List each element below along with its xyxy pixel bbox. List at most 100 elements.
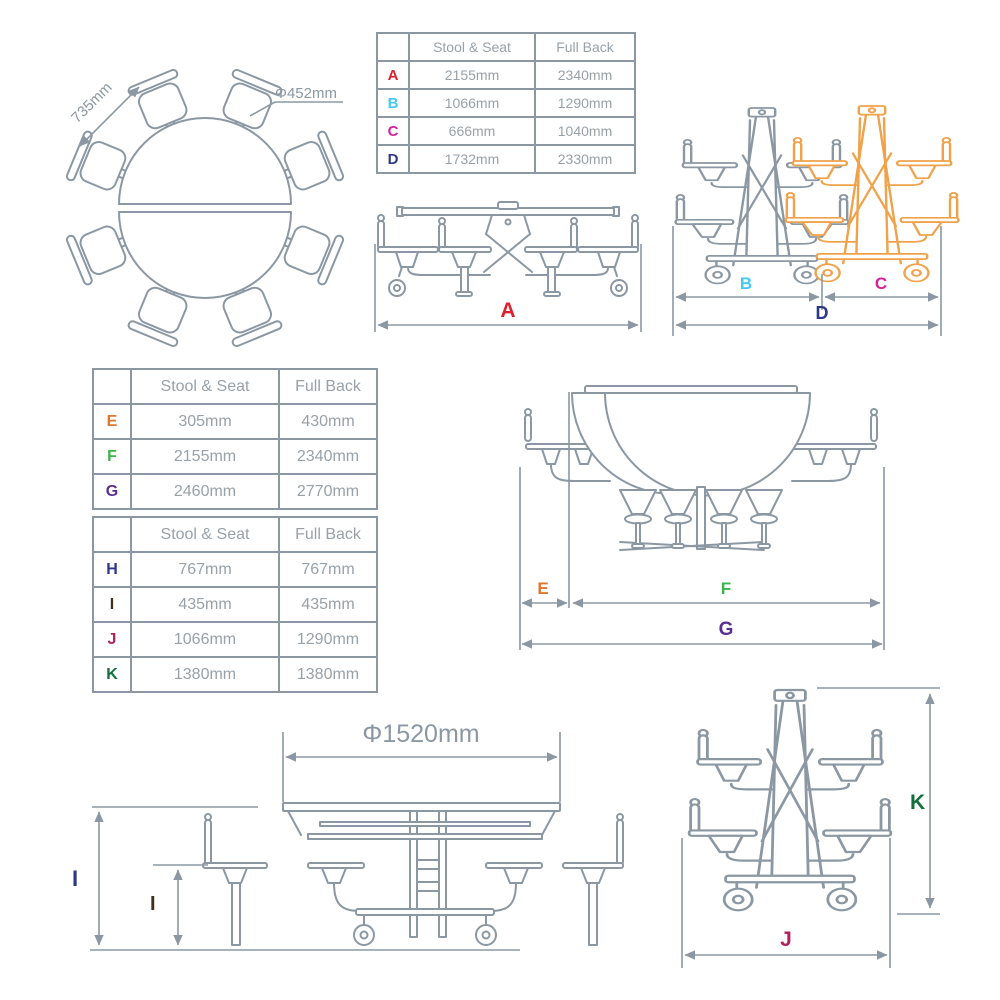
corner-cell: [92, 368, 132, 405]
folded-table: [687, 688, 893, 912]
dimension-b: B: [672, 226, 820, 336]
dim-value: 1066mm: [130, 621, 280, 658]
dim-value: 430mm: [278, 403, 378, 440]
dim-value: 767mm: [278, 551, 378, 588]
table-row: D 1732mm 2330mm: [376, 144, 636, 174]
tabletop: [396, 201, 620, 226]
dimension-e: E: [519, 392, 570, 650]
chair-pitch-label: 735mm: [68, 79, 115, 126]
col-header-stool-seat: Stool & Seat: [130, 516, 280, 553]
table-row: E 305mm 430mm: [92, 403, 378, 440]
row-label: J: [92, 621, 132, 658]
dim-value: 2340mm: [278, 438, 378, 475]
dim-value: 2340mm: [534, 60, 636, 90]
diameter-label: Φ1520mm: [362, 720, 479, 748]
dimension-seat-height: I: [150, 864, 208, 946]
header-row: Stool & Seat Full Back: [92, 516, 378, 553]
dim-label-seat-height: I: [150, 893, 156, 915]
top-view-drawing: 735mm Φ452mm: [64, 67, 346, 349]
dim-value: 2330mm: [534, 144, 636, 174]
dim-value: 1732mm: [408, 144, 536, 174]
dim-value: 305mm: [130, 403, 280, 440]
dimension-d: D: [675, 226, 942, 336]
seat-units: [377, 214, 639, 297]
table-row: B 1066mm 1290mm: [376, 88, 636, 118]
stools: [619, 489, 783, 549]
dim-value: 2770mm: [278, 473, 378, 510]
table-frame: [407, 214, 609, 276]
dim-value: 435mm: [278, 586, 378, 623]
dimension-f: F: [572, 579, 881, 608]
dimension-c: C: [821, 274, 939, 310]
folded-tables-drawing: B C D: [672, 104, 960, 336]
col-header-full-back: Full Back: [278, 516, 378, 553]
seat-units: [202, 813, 624, 946]
row-label: F: [92, 438, 132, 475]
spec-table-efg: Stool & Seat Full Back E 305mm 430mm F 2…: [92, 368, 378, 510]
dimension-a: A: [374, 244, 642, 332]
row-label: G: [92, 473, 132, 510]
dimension-seat-diameter: Φ452mm: [249, 85, 343, 117]
folding-view-drawing: E F G: [519, 385, 885, 650]
dim-label-e: E: [537, 579, 548, 598]
dim-value: 1290mm: [534, 88, 636, 118]
dim-label-k: K: [910, 791, 925, 814]
dimension-j: J: [681, 838, 891, 968]
dim-value: 1066mm: [408, 88, 536, 118]
row-label: B: [376, 88, 410, 118]
corner-cell: [92, 516, 132, 553]
dim-value: 1040mm: [534, 116, 636, 146]
dim-label-d: D: [816, 303, 829, 323]
chairs-ring: [64, 67, 346, 349]
spec-table-abcd: Stool & Seat Full Back A 2155mm 2340mm B…: [376, 32, 636, 174]
dim-value: 2155mm: [130, 438, 280, 475]
table-row: I 435mm 435mm: [92, 586, 378, 623]
row-label: I: [92, 586, 132, 623]
dimension-diameter: Φ1520mm: [282, 720, 561, 802]
dim-label-a: A: [500, 299, 515, 322]
dim-label-j: J: [780, 928, 792, 951]
header-row: Stool & Seat Full Back: [376, 32, 636, 62]
seat-diameter-label: Φ452mm: [275, 85, 337, 102]
spec-table-hijk: Stool & Seat Full Back H 767mm 767mm I 4…: [92, 516, 378, 693]
dim-label-g: G: [719, 619, 734, 640]
table-row: J 1066mm 1290mm: [92, 621, 378, 658]
row-label: E: [92, 403, 132, 440]
col-header-stool-seat: Stool & Seat: [408, 32, 536, 62]
col-header-stool-seat: Stool & Seat: [130, 368, 280, 405]
table-row: F 2155mm 2340mm: [92, 438, 378, 475]
tabletop: [282, 802, 561, 812]
row-label: A: [376, 60, 410, 90]
dim-value: 1380mm: [278, 656, 378, 693]
table-structure: [287, 810, 556, 946]
table-row: G 2460mm 2770mm: [92, 473, 378, 510]
dim-label-table-height: I: [72, 866, 78, 891]
dim-label-c: C: [875, 274, 887, 293]
table-row: H 767mm 767mm: [92, 551, 378, 588]
row-label: K: [92, 656, 132, 693]
dim-value: 2155mm: [408, 60, 536, 90]
folded-front-view-drawing: K J: [681, 687, 940, 968]
dimension-g: G: [521, 467, 885, 650]
table-row: A 2155mm 2340mm: [376, 60, 636, 90]
folded-tabletop-halves: [571, 385, 811, 497]
dimension-k: K: [817, 687, 940, 915]
table-row: C 666mm 1040mm: [376, 116, 636, 146]
tabletop-halves: [118, 117, 292, 299]
dim-label-b: B: [740, 274, 752, 293]
dim-value: 666mm: [408, 116, 536, 146]
header-row: Stool & Seat Full Back: [92, 368, 378, 405]
row-label: D: [376, 144, 410, 174]
corner-cell: [376, 32, 410, 62]
col-header-full-back: Full Back: [534, 32, 636, 62]
table-row: K 1380mm 1380mm: [92, 656, 378, 693]
row-label: H: [92, 551, 132, 588]
dim-value: 1380mm: [130, 656, 280, 693]
dim-value: 767mm: [130, 551, 280, 588]
center-column-and-base: [619, 486, 765, 551]
dim-value: 435mm: [130, 586, 280, 623]
dimension-table-height: I: [72, 806, 520, 951]
col-header-full-back: Full Back: [278, 368, 378, 405]
dim-value: 2460mm: [130, 473, 280, 510]
